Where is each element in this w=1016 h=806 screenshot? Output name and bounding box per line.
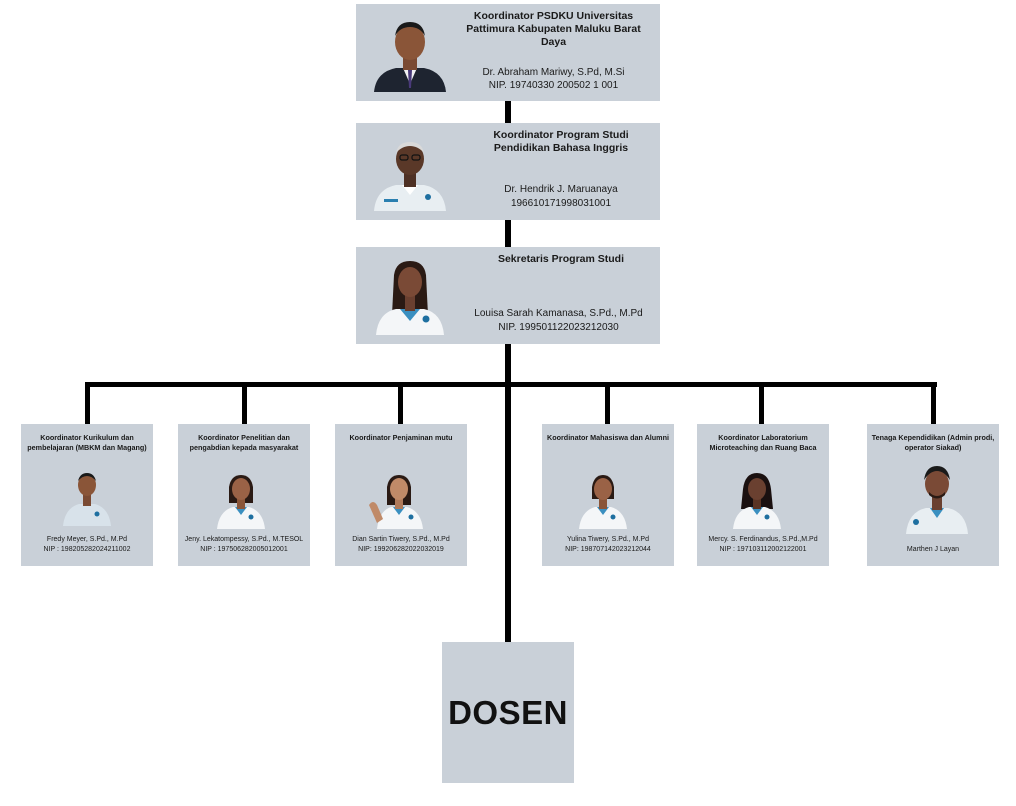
connector-top <box>505 100 511 123</box>
avatar <box>902 460 972 534</box>
node-person-name: Dr. Hendrik J. Maruanaya <box>504 184 618 195</box>
node-unit-tenaga-kependidikan: Tenaga Kependidikan (Admin prodi, operat… <box>867 424 999 566</box>
node-person-name: Fredy Meyer, S.Pd., M.Pd <box>46 536 128 543</box>
avatar <box>211 469 271 529</box>
node-person-id: 196610171998031001 <box>510 198 612 209</box>
connector-trunk <box>505 344 511 642</box>
avatar <box>57 466 117 526</box>
node-person-name: Dian Sartin Tiwery, S.Pd., M.Pd <box>352 536 450 543</box>
node-person-name: Jeny. Lekatompessy, S.Pd., M.TESOL <box>184 536 304 543</box>
node-person-id: NIP : 197506282005012001 <box>200 546 288 553</box>
dosen-label: DOSEN <box>448 693 568 731</box>
node-unit-mahasiswa-alumni: Koordinator Mahasiswa dan Alumni Yulina … <box>542 424 674 566</box>
avatar <box>370 255 450 335</box>
connector-drop-6 <box>931 382 936 424</box>
node-person-id: NIP : 197103112002122001 <box>719 546 807 553</box>
node-dosen: DOSEN <box>442 642 574 783</box>
node-unit-laboratorium: Koordinator Laboratorium Microteaching d… <box>697 424 829 566</box>
node-title: Koordinator PSDKU Universitas Pattimura … <box>466 10 641 48</box>
node-title: Koordinator Penelitian dan pengabdian ke… <box>189 433 299 452</box>
node-koordinator-prodi: Koordinator Program Studi Pendidikan Bah… <box>356 123 660 220</box>
node-title: Sekretaris Program Studi <box>497 253 625 265</box>
connector-drop-2 <box>242 382 247 424</box>
node-title: Tenaga Kependidikan (Admin prodi, operat… <box>871 433 995 452</box>
node-title: Koordinator Program Studi Pendidikan Bah… <box>493 129 629 154</box>
node-sekretaris: Sekretaris Program Studi Louisa Sarah Ka… <box>356 247 660 344</box>
node-person-name: Louisa Sarah Kamanasa, S.Pd., M.Pd <box>474 308 643 319</box>
node-person-name: Yulina Tiwery, S.Pd., M.Pd <box>567 536 649 543</box>
connector-horizontal <box>85 382 937 387</box>
node-title: Koordinator Kurikulum dan pembelajaran (… <box>27 433 147 452</box>
node-koordinator-psdku: Koordinator PSDKU Universitas Pattimura … <box>356 4 660 101</box>
node-person-name: Mercy. S. Ferdinandus, S.Pd.,M.Pd <box>708 536 818 543</box>
node-person-name: Dr. Abraham Mariwy, S.Pd, M.Si <box>482 67 625 78</box>
connector-drop-1 <box>85 382 90 424</box>
node-person-id: NIP. 199501122023212030 <box>498 322 619 333</box>
node-person-id: NIP: 198707142023212044 <box>565 546 651 553</box>
node-person-id: NIP: 199206282022032019 <box>358 546 444 553</box>
node-title: Koordinator Laboratorium Microteaching d… <box>709 433 817 452</box>
node-unit-penelitian: Koordinator Penelitian dan pengabdian ke… <box>178 424 310 566</box>
connector-drop-5 <box>759 382 764 424</box>
node-unit-kurikulum: Koordinator Kurikulum dan pembelajaran (… <box>21 424 153 566</box>
avatar <box>367 469 427 529</box>
avatar <box>370 12 450 92</box>
avatar <box>370 131 450 211</box>
node-title: Koordinator Penjaminan mutu <box>349 433 453 442</box>
connector-drop-3 <box>398 382 403 424</box>
node-title: Koordinator Mahasiswa dan Alumni <box>547 433 669 442</box>
connector-middle <box>505 220 511 247</box>
node-person-id: NIP : 198205282024211002 <box>43 546 131 553</box>
node-person-name: Marthen J Layan <box>906 546 960 553</box>
node-unit-penjaminan-mutu: Koordinator Penjaminan mutu Dian Sartin … <box>335 424 467 566</box>
avatar <box>727 469 787 529</box>
node-person-id: NIP. 19740330 200502 1 001 <box>488 80 619 91</box>
avatar <box>573 469 633 529</box>
connector-drop-4 <box>605 382 610 424</box>
